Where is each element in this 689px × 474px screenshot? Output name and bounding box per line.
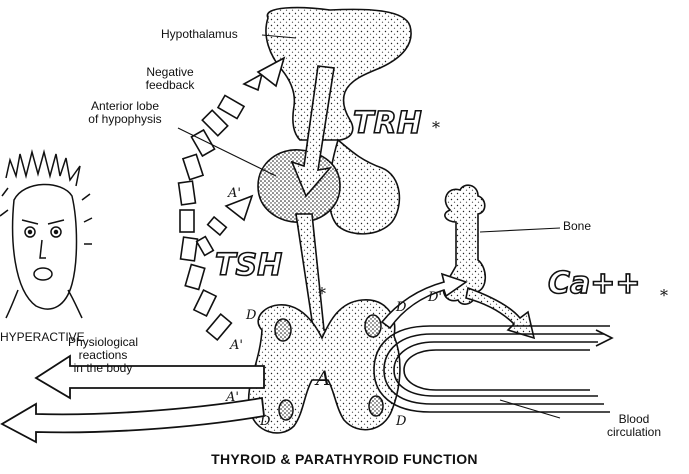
diagram-title: THYROID & PARATHYROID FUNCTION bbox=[0, 451, 689, 467]
marker-a-prime-3: A' bbox=[226, 390, 239, 405]
marker-d-1: D bbox=[246, 308, 256, 323]
label-physiological-reactions: Physiological reactions in the body bbox=[50, 336, 156, 375]
label-bone: Bone bbox=[563, 220, 591, 233]
label-hypothalamus: Hypothalamus bbox=[161, 28, 238, 41]
asterisk-calcium: * bbox=[660, 286, 668, 305]
label-negative-feedback: Negative feedback bbox=[130, 66, 210, 92]
marker-a-prime-1: A' bbox=[228, 186, 241, 201]
marker-d-4: D bbox=[396, 414, 406, 429]
marker-a: A bbox=[316, 366, 330, 390]
hyperactive-face-icon bbox=[0, 152, 92, 318]
parathyroid-2 bbox=[365, 315, 381, 337]
parathyroid-1 bbox=[275, 319, 291, 341]
marker-a-prime-2: A' bbox=[230, 338, 243, 353]
marker-d-prime: D' bbox=[428, 290, 442, 305]
hormone-calcium: Ca++ bbox=[548, 266, 641, 301]
feedback-arrow-a-prime bbox=[197, 196, 252, 255]
marker-d-3: D bbox=[260, 414, 270, 429]
anterior-lobe-shape bbox=[258, 150, 340, 222]
physiological-arrow-lower bbox=[2, 398, 264, 442]
parathyroid-3 bbox=[279, 400, 293, 420]
asterisk-trh: * bbox=[432, 118, 440, 137]
label-blood-circulation: Blood circulation bbox=[594, 413, 674, 439]
hormone-trh: TRH bbox=[353, 106, 422, 141]
hormone-tsh: TSH bbox=[215, 248, 282, 283]
marker-d-2: D bbox=[396, 300, 406, 315]
asterisk-tsh: * bbox=[318, 284, 326, 303]
bone-to-blood-arrow bbox=[466, 288, 534, 338]
blood-vessel bbox=[374, 326, 612, 412]
parathyroid-4 bbox=[369, 396, 383, 416]
label-anterior-lobe: Anterior lobe of hypophysis bbox=[70, 100, 180, 126]
